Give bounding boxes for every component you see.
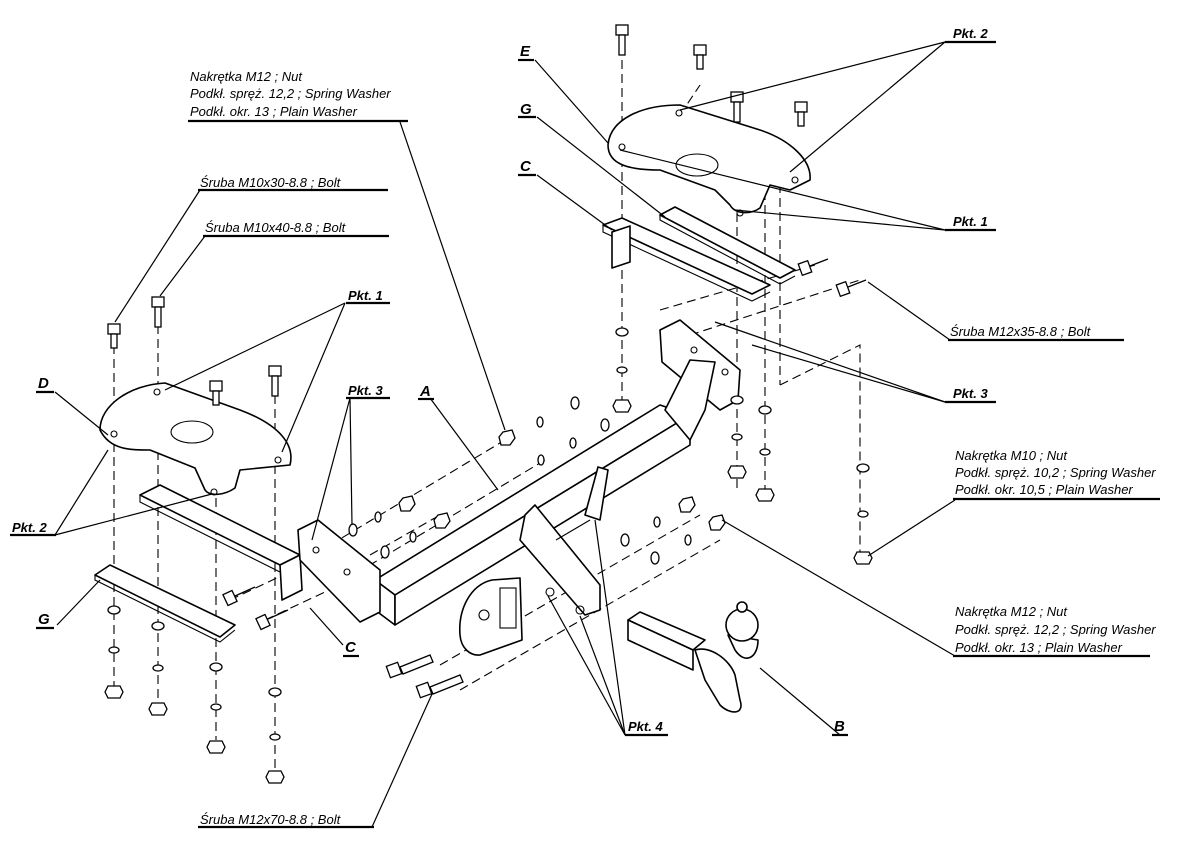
label-line: Podkł. okr. 10,5 ; Plain Washer	[955, 482, 1133, 497]
label-bolt-m12x35: Śruba M12x35-8.8 ; Bolt	[948, 324, 1124, 342]
part-tow-ball-bracket	[519, 466, 609, 616]
point-labels: Pkt. 1 Pkt. 3 Pkt. 2 Pkt. 2 Pkt. 1 Pkt. …	[10, 26, 996, 737]
letter-c-right: C	[520, 158, 532, 175]
part-c-left-bracket	[139, 484, 303, 601]
part-g-right-strap	[659, 206, 796, 285]
bolt-icon	[107, 323, 121, 349]
letter-c-left: C	[345, 639, 357, 656]
pkt2-left: Pkt. 2	[12, 520, 47, 535]
bolt-icon	[835, 279, 867, 298]
bolt-icon	[797, 258, 829, 277]
bolt-icon	[268, 365, 282, 397]
label-line: Podkł. okr. 13 ; Plain Washer	[190, 104, 358, 119]
label-line: Podkł. spręż. 10,2 ; Spring Washer	[955, 465, 1156, 480]
pkt2-right: Pkt. 2	[953, 26, 988, 41]
bolts	[107, 24, 867, 699]
letter-b: B	[834, 718, 845, 735]
label-nut-m12-top: Nakrętka M12 ; Nut Podkł. spręż. 12,2 ; …	[188, 69, 408, 123]
label-line: Śruba M12x35-8.8 ; Bolt	[950, 324, 1092, 339]
label-nut-m10: Nakrętka M10 ; Nut Podkł. spręż. 10,2 ; …	[953, 448, 1160, 501]
part-e-right-plate	[607, 104, 811, 217]
letter-d: D	[38, 375, 49, 392]
bolt-icon	[151, 296, 165, 328]
label-bolt-m10x30: Śruba M10x30-8.8 ; Bolt	[198, 175, 388, 192]
label-line: Podkł. spręż. 12,2 ; Spring Washer	[955, 622, 1156, 637]
pkt4: Pkt. 4	[628, 719, 663, 734]
pkt3-right: Pkt. 3	[953, 386, 988, 401]
letter-g-left: G	[38, 611, 50, 628]
label-line: Śruba M10x40-8.8 ; Bolt	[205, 220, 347, 235]
letter-e: E	[520, 43, 531, 60]
label-line: Nakrętka M12 ; Nut	[190, 69, 303, 84]
label-nut-m12-right: Nakrętka M12 ; Nut Podkł. spręż. 12,2 ; …	[953, 604, 1156, 658]
pkt1-left: Pkt. 1	[348, 288, 383, 303]
label-line: Nakrętka M10 ; Nut	[955, 448, 1068, 463]
leader-lines	[54, 41, 956, 828]
bolt-icon	[222, 586, 256, 607]
label-line: Śruba M12x70-8.8 ; Bolt	[200, 812, 342, 827]
part-g-left-strap	[94, 564, 236, 643]
part-a-crossbeam	[297, 319, 741, 626]
label-line: Podkł. okr. 13 ; Plain Washer	[955, 640, 1123, 655]
bolt-icon	[255, 609, 289, 631]
label-line: Podkł. spręż. 12,2 ; Spring Washer	[190, 86, 391, 101]
label-bolt-m10x40: Śruba M10x40-8.8 ; Bolt	[203, 220, 389, 238]
pkt3-left: Pkt. 3	[348, 383, 383, 398]
bolt-icon	[385, 654, 434, 679]
part-b-tow-ball	[627, 601, 759, 713]
part-c-right-bracket	[602, 217, 771, 302]
label-bolt-m12x70: Śruba M12x70-8.8 ; Bolt	[198, 812, 374, 829]
bolt-icon	[209, 380, 223, 406]
letter-g-right: G	[520, 101, 532, 118]
washers-and-nuts	[104, 327, 873, 784]
bolt-icon	[615, 24, 629, 56]
bolt-icon	[794, 101, 808, 127]
label-line: Śruba M10x30-8.8 ; Bolt	[200, 175, 342, 190]
part-letters: A B C C D E G G	[36, 43, 848, 737]
letter-a: A	[419, 383, 431, 400]
part-d-left-plate	[99, 382, 292, 496]
bolt-icon	[415, 674, 464, 699]
bolt-icon	[693, 44, 707, 70]
socket-plate	[459, 577, 523, 656]
pkt1-right: Pkt. 1	[953, 214, 988, 229]
label-line: Nakrętka M12 ; Nut	[955, 604, 1068, 619]
